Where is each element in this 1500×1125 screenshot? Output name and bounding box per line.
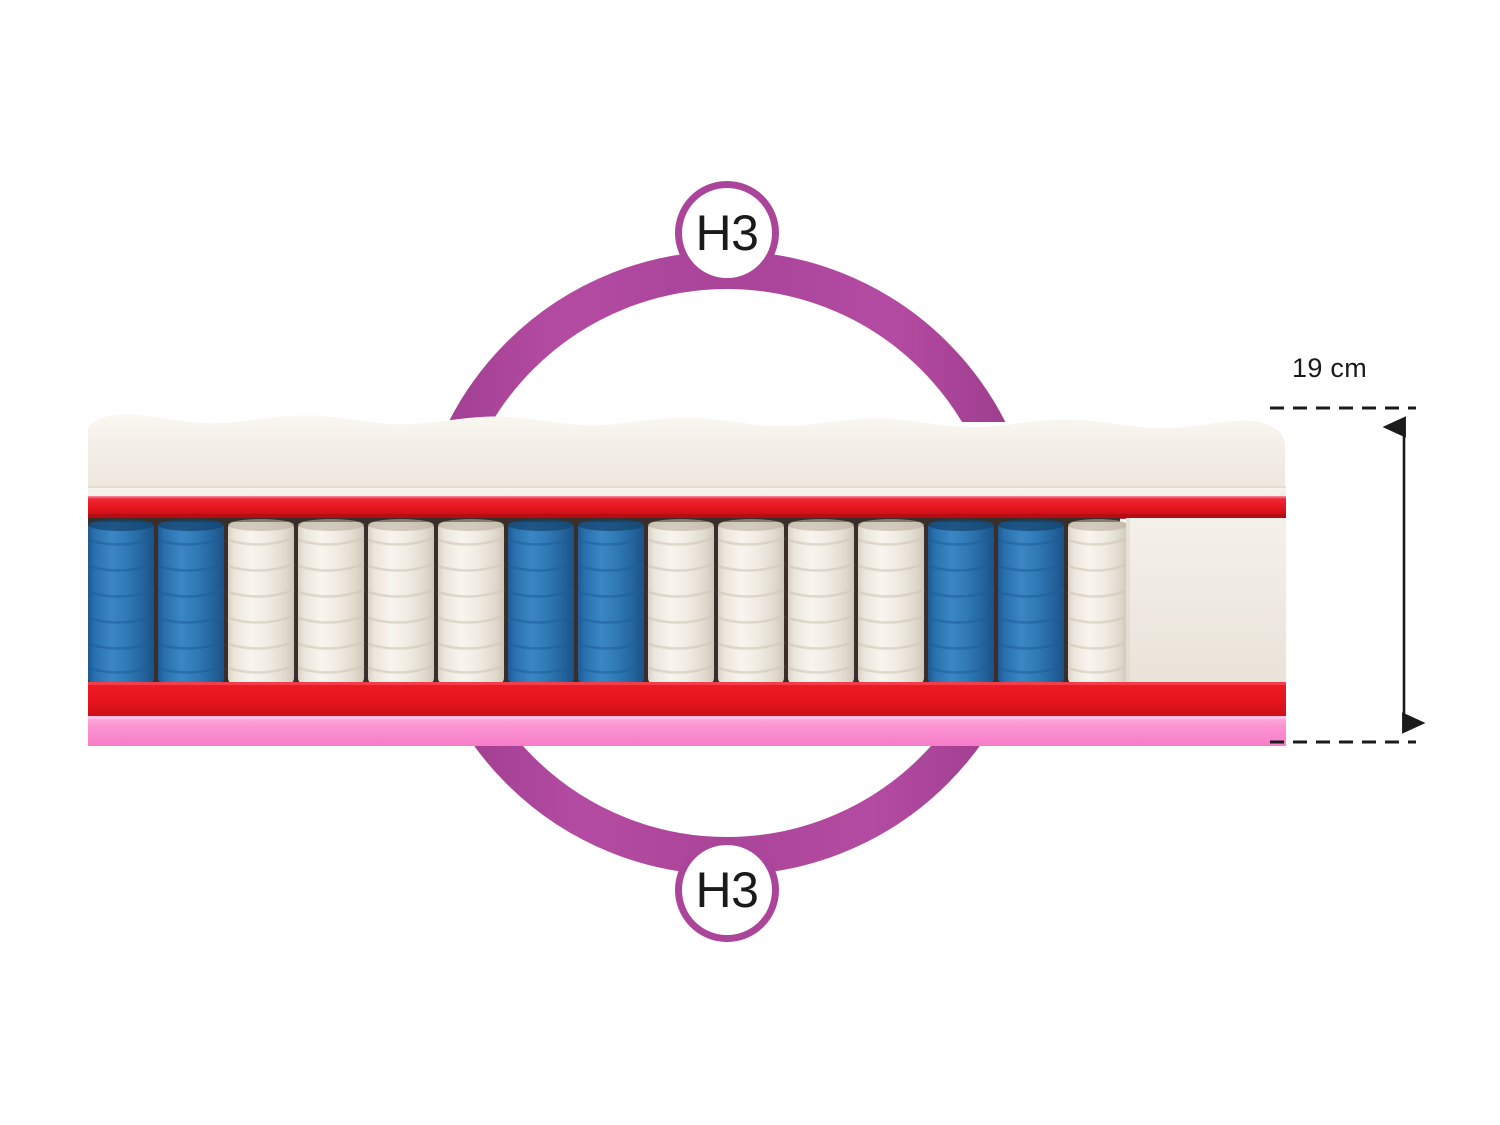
- spring-coil: [577, 519, 645, 684]
- spring-coil: [927, 519, 995, 684]
- red-foam-bottom: [88, 682, 1286, 716]
- firmness-badge-bottom[interactable]: H3: [675, 838, 779, 942]
- spring-coil: [647, 519, 715, 684]
- spring-coil: [297, 519, 365, 684]
- pink-base-highlight: [88, 716, 1286, 719]
- red-foam-bottom-highlight: [88, 682, 1286, 685]
- spring-coil: [88, 519, 155, 684]
- edge-foam-left-shade: [1126, 518, 1130, 684]
- red-foam-top-shadow: [88, 514, 1286, 519]
- pocket-spring-core: [88, 519, 1129, 684]
- mattress-layers: [88, 414, 1286, 746]
- spring-coil: [437, 519, 505, 684]
- spring-coil: [227, 519, 295, 684]
- pink-base-layer: [88, 716, 1286, 746]
- mattress-body: [88, 410, 1286, 748]
- spring-coil: [1067, 519, 1129, 684]
- red-foam-top: [88, 496, 1286, 518]
- edge-support-foam-block: [1126, 518, 1286, 684]
- firmness-badge-top-label: H3: [695, 205, 759, 261]
- dimension-lines: [1270, 406, 1426, 744]
- spring-coil: [157, 519, 225, 684]
- spring-coil: [787, 519, 855, 684]
- spring-coil: [997, 519, 1065, 684]
- spring-coil: [857, 519, 925, 684]
- spring-coil: [717, 519, 785, 684]
- firmness-badge-top[interactable]: H3: [675, 181, 779, 285]
- height-dimension-annotation: 19 cm: [1264, 345, 1439, 755]
- height-dimension-label: 19 cm: [1292, 353, 1368, 383]
- cover-seam-line: [88, 486, 1286, 488]
- quilted-top-cover: [88, 414, 1285, 488]
- firmness-badge-bottom-label: H3: [695, 862, 759, 918]
- spring-coil: [507, 519, 575, 684]
- spring-coil: [367, 519, 435, 684]
